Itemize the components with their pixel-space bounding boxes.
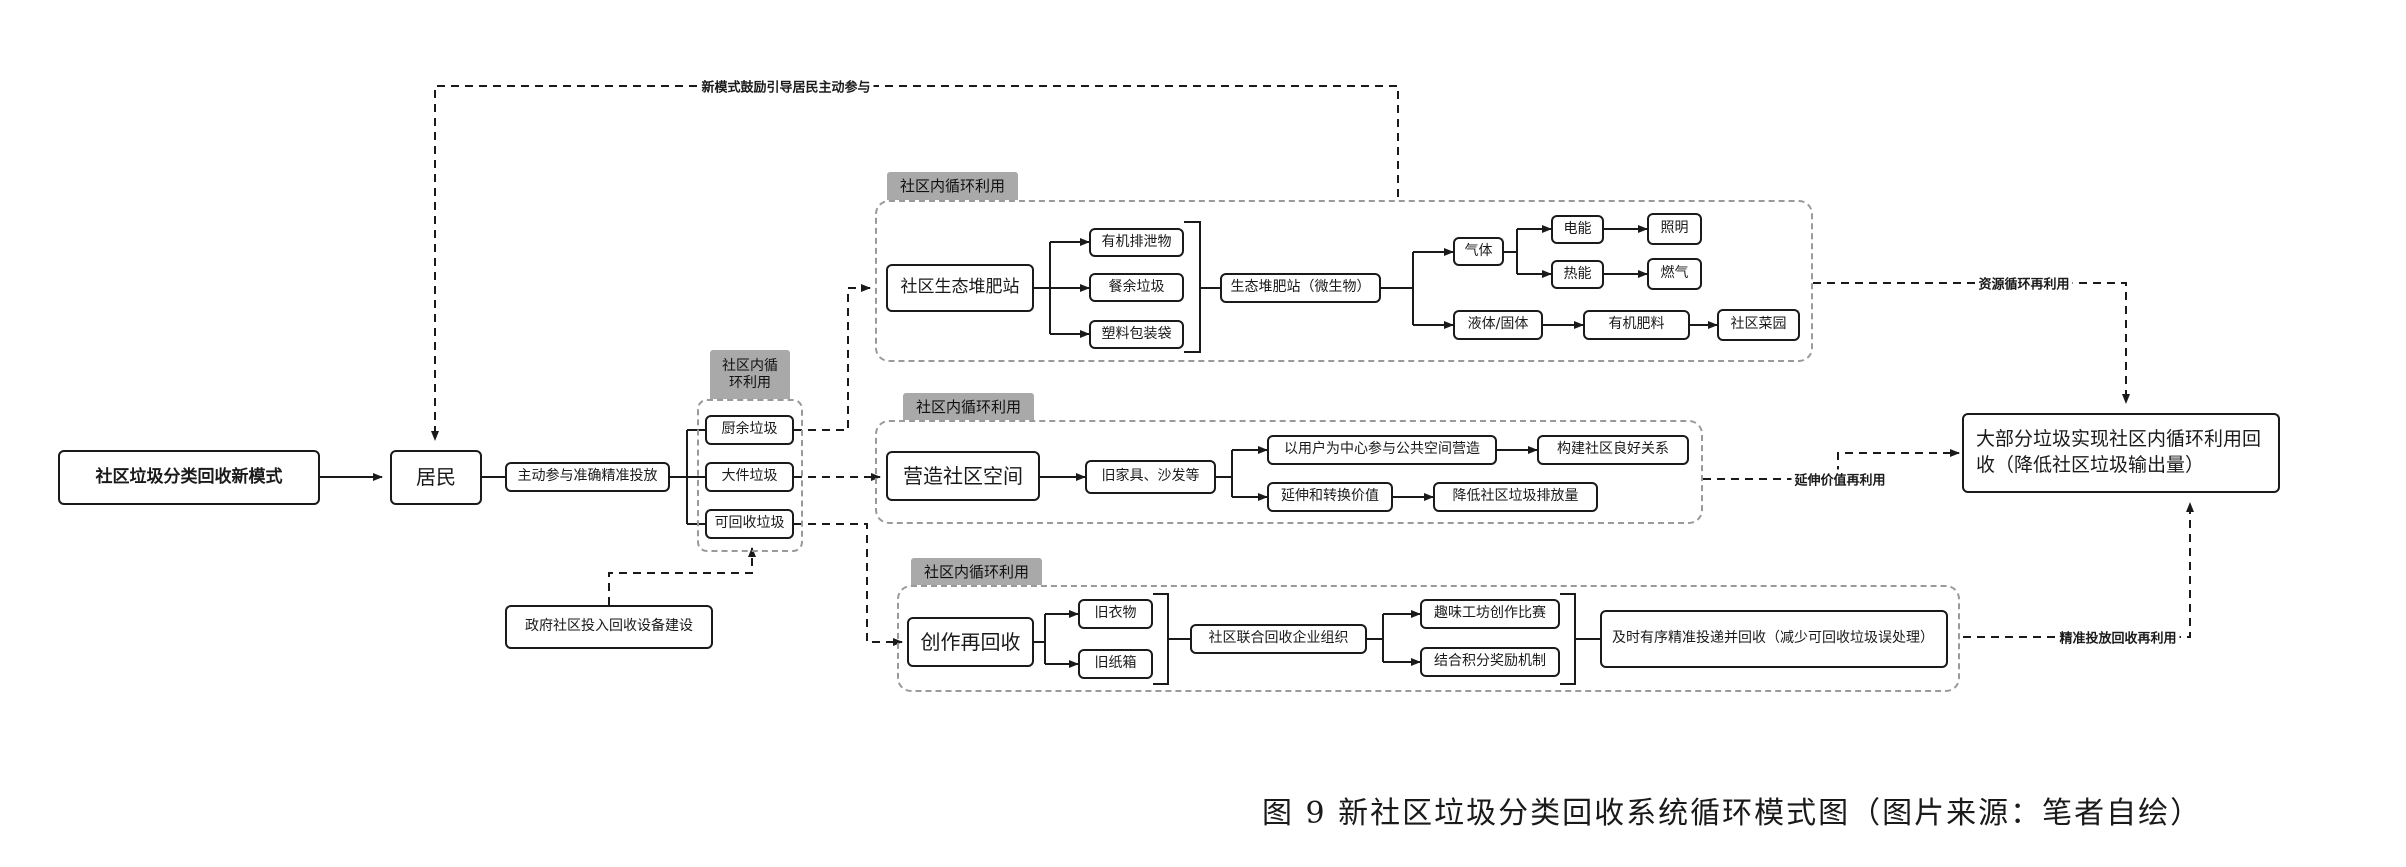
furniture-branch-line (1216, 450, 1233, 497)
electric-box: 电能 (1551, 215, 1604, 244)
food-waste-box: 餐余垃圾 (1089, 273, 1184, 302)
eco-compost-box: 生态堆肥站（微生物） (1220, 273, 1381, 303)
workshop-box: 趣味工坊创作比赛 (1420, 599, 1560, 629)
old-clothes-box: 旧衣物 (1078, 599, 1153, 629)
kitchen-waste-box: 厨余垃圾 (705, 415, 794, 445)
gas-box: 气体 (1453, 237, 1504, 266)
timely-recycle-box: 及时有序精准投递并回收（减少可回收垃圾误处理） (1600, 610, 1948, 668)
model-box: 社区垃圾分类回收新模式 (58, 450, 320, 505)
old-paper-box: 旧纸箱 (1078, 649, 1153, 679)
organic-fertilizer-box: 有机肥料 (1583, 310, 1690, 340)
create-group (897, 585, 1960, 692)
create-bracket (1153, 593, 1190, 685)
liquid-solid-box: 液体/固体 (1453, 310, 1543, 340)
heat-box: 热能 (1551, 260, 1604, 289)
kitchen-to-compost-arrow (794, 284, 871, 431)
points-reward-box: 结合积分奖励机制 (1420, 647, 1560, 677)
user-centered-box: 以用户为中心参与公共空间营造 (1267, 435, 1497, 465)
compost-station-box: 社区生态堆肥站 (886, 264, 1034, 312)
old-furniture-box: 旧家具、沙发等 (1085, 460, 1216, 494)
fuel-box: 燃气 (1647, 258, 1702, 290)
community-garden-box: 社区菜园 (1717, 309, 1800, 341)
recyclable-waste-box: 可回收垃圾 (705, 509, 794, 539)
precise-reuse-label: 精准投放回收再利用 (2056, 627, 2180, 647)
joint-org-box: 社区联合回收企业组织 (1190, 624, 1367, 654)
compost-group (875, 200, 1813, 362)
lighting-box: 照明 (1647, 213, 1702, 245)
figure-caption: 图 9 新社区垃圾分类回收系统循环模式图（图片来源：笔者自绘） (1262, 796, 2203, 831)
org-bracket (1560, 593, 1600, 685)
compost-group-tag: 社区内循环利用 (887, 172, 1018, 200)
space-group-tag: 社区内循环利用 (903, 393, 1034, 420)
extend-value-box: 延伸和转换价值 (1267, 482, 1393, 512)
resource-reuse-label: 资源循环再利用 (1975, 273, 2073, 293)
sort-group-tag: 社区内循 环利用 (710, 350, 790, 399)
recyclable-to-create-arrow (794, 523, 903, 646)
reduce-emission-box: 降低社区垃圾排放量 (1433, 482, 1598, 512)
sort-group (697, 399, 803, 552)
precise-loop-line (1963, 502, 2194, 638)
gov-support-arrow (608, 547, 756, 605)
create-recycle-box: 创作再回收 (907, 617, 1034, 667)
plastic-bag-box: 塑料包装袋 (1089, 320, 1184, 349)
gov-investment-box: 政府社区投入回收设备建设 (505, 605, 713, 649)
value-reuse-label: 延伸价值再利用 (1791, 469, 1889, 489)
compost-bracket (1184, 221, 1220, 353)
resource-loop-line (1813, 282, 2130, 404)
create-branch-line (1034, 614, 1046, 664)
org-branch-line (1367, 614, 1384, 662)
eco-branch-line (1381, 252, 1414, 325)
participate-branch (670, 429, 705, 525)
result-box: 大部分垃圾实现社区内循环利用回收（降低社区垃圾输出量） (1962, 413, 2280, 493)
incentive-loop-line (431, 85, 1399, 441)
create-group-tag: 社区内循环利用 (911, 558, 1042, 585)
space-group (875, 420, 1703, 524)
participate-box: 主动参与准确精准投放 (505, 462, 670, 492)
good-relations-box: 构建社区良好关系 (1537, 435, 1689, 465)
bulky-waste-box: 大件垃圾 (705, 462, 794, 492)
incentive-label: 新模式鼓励引导居民主动参与 (698, 76, 874, 96)
value-loop-line (1703, 449, 1960, 480)
gas-branch-line (1504, 229, 1518, 274)
organic-drain-box: 有机排泄物 (1089, 228, 1184, 257)
resident-box: 居民 (390, 450, 482, 505)
community-space-box: 营造社区空间 (886, 451, 1040, 501)
